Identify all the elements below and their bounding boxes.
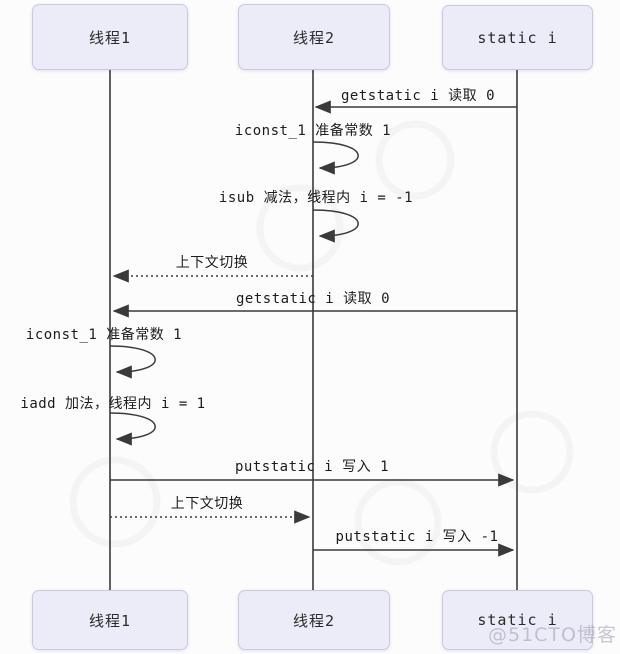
label-iconst1-thread2: iconst_1 准备常数 1: [234, 123, 392, 139]
watermark-text: @51CTO博客: [487, 624, 617, 646]
label-iadd-thread1: iadd 加法，线程内 i = 1: [20, 396, 206, 412]
participant-top-thread1: 线程1: [32, 4, 188, 70]
self-loop-iconst1-thread1: [109, 345, 156, 379]
participant-bottom-thread1: 线程1: [32, 590, 188, 650]
participant-bottom-static-i: static i: [442, 590, 593, 650]
watermark-rings: [69, 120, 574, 566]
label-putstatic-1: putstatic i 写入 1: [234, 459, 390, 475]
self-loop-iadd-thread1: [109, 412, 156, 446]
label-isub-thread2: isub 减法，线程内 i = -1: [218, 190, 414, 206]
label-context-switch-2: 上下文切换: [170, 496, 244, 512]
participant-bottom-thread2: 线程2: [238, 590, 390, 650]
label-putstatic-minus1: putstatic i 写入 -1: [335, 529, 499, 545]
participant-top-thread2: 线程2: [238, 4, 390, 70]
label-context-switch-1: 上下文切换: [175, 255, 249, 271]
label-getstatic-thread1: getstatic i 读取 0: [235, 291, 391, 307]
self-loop-isub-thread2: [312, 209, 359, 243]
label-getstatic-thread2: getstatic i 读取 0: [340, 88, 496, 104]
label-iconst1-thread1: iconst_1 准备常数 1: [25, 327, 183, 343]
self-loop-iconst1-thread2: [312, 141, 359, 175]
participant-top-static-i: static i: [442, 5, 593, 70]
